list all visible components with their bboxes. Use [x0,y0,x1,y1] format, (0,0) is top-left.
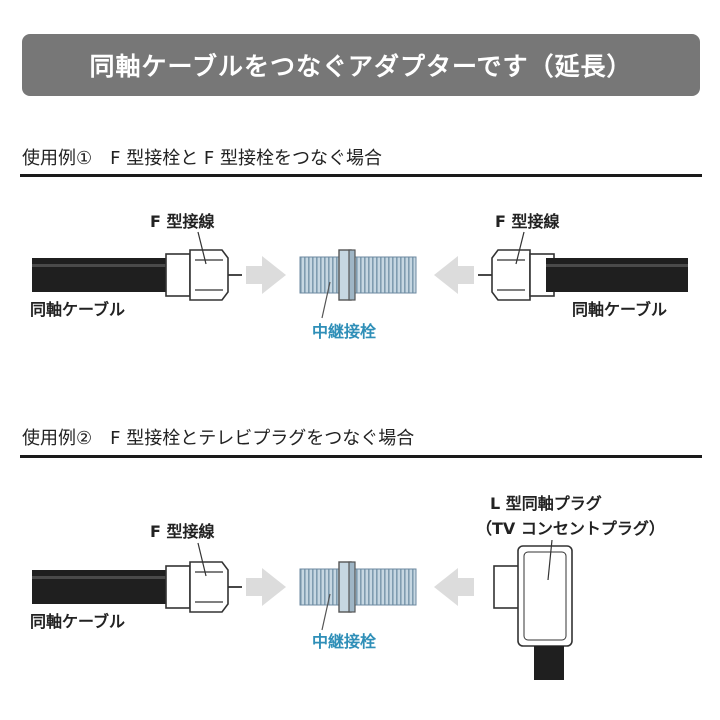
plug-label-line2: （TV コンセントプラグ） [476,519,665,538]
right-cable-label: 同軸ケーブル [572,300,668,319]
arrow-left [434,256,474,294]
section-2-rule [20,455,702,458]
plug-label-line1: L 型同軸プラグ [490,494,602,513]
arrow-left-2 [434,568,474,606]
section-1-rule [20,174,702,177]
center-adapter-label: 中継接栓 [312,322,377,341]
section-1-diagram [32,231,688,319]
left-cable-label-2: 同軸ケーブル [30,612,126,631]
left-f-connector [165,231,242,301]
section-1-heading: 使用例① F 型接栓と F 型接栓をつなぐ場合 [22,148,383,169]
left-connector-label-2: F 型接線 [150,522,215,541]
section-2-diagram [32,539,573,680]
center-adapter [299,249,417,319]
right-f-connector [478,231,555,301]
title-banner: 同軸ケーブルをつなぐアダプターです（延長） [22,34,700,96]
right-cable [546,258,688,292]
banner-title: 同軸ケーブルをつなぐアダプターです（延長） [89,52,633,81]
left-cable-label: 同軸ケーブル [30,300,126,319]
l-type-plug [493,539,573,680]
center-adapter-label-2: 中継接栓 [312,632,377,651]
left-cable-2 [32,570,176,604]
arrow-right-2 [246,568,286,606]
center-adapter-2 [299,561,417,631]
left-f-connector-2 [165,542,242,613]
left-connector-label: F 型接線 [150,212,215,231]
left-cable [32,258,176,292]
right-connector-label: F 型接線 [495,212,560,231]
arrow-right [246,256,286,294]
section-2-heading: 使用例② F 型接栓とテレビプラグをつなぐ場合 [22,428,415,449]
